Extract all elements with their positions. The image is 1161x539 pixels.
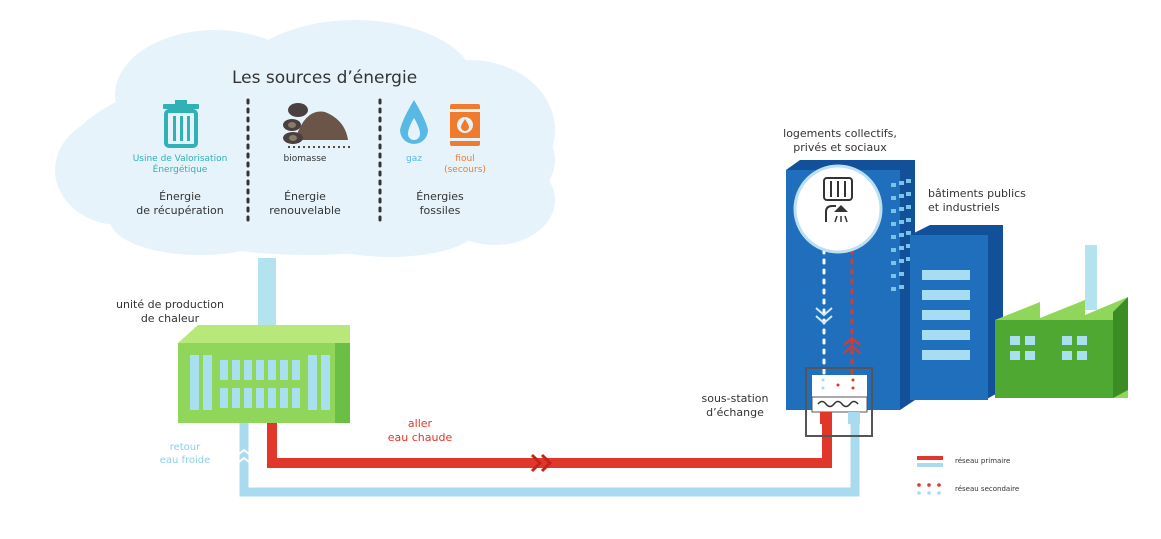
legend-secondary: réseau secondaire [955, 485, 1020, 493]
fuel-barrel-icon [450, 104, 480, 146]
fossil-line1: Énergies [416, 190, 464, 203]
return-line2: eau froide [159, 454, 211, 466]
secondary-up-chevron-icon [843, 336, 861, 354]
heat-production-unit [178, 258, 350, 423]
public-line2: et industriels [928, 200, 1000, 214]
renewable-line1: Énergie [284, 190, 326, 203]
return-flow-chevron-icon [233, 448, 255, 467]
supply-line2: eau chaude [387, 430, 453, 444]
recovery-line2: de récupération [136, 203, 224, 217]
fossil-energy-label: Énergies fossiles [400, 190, 480, 218]
fuel-line2: (secours) [444, 165, 486, 176]
fossil-line2: fossiles [419, 203, 461, 217]
renewable-energy-label: Énergie renouvelable [255, 190, 355, 218]
fuel-line1: fioul [455, 154, 475, 164]
gas-name: gaz [406, 154, 422, 164]
usage-circle [793, 164, 883, 254]
recovery-energy-label: Énergie de récupération [115, 190, 245, 218]
public-building [910, 225, 1003, 400]
production-label: unité de production de chaleur [95, 298, 245, 326]
housing-line1: logements collectifs, [783, 127, 897, 140]
uve-name-line2: Énergétique [152, 165, 208, 176]
legend-primary: réseau primaire [955, 457, 1011, 465]
supply-label: aller eau chaude [375, 417, 465, 445]
shower-icon [825, 205, 848, 223]
supply-line1: aller [407, 417, 433, 430]
production-line1: unité de production [116, 298, 224, 311]
production-line2: de chaleur [140, 311, 200, 325]
uve-name-line1: Usine de Valorisation [132, 154, 228, 164]
public-label: bâtiments publics et industriels [928, 187, 1058, 215]
trash-bin-icon [163, 100, 199, 148]
legend [917, 456, 943, 495]
housing-line2: privés et sociaux [793, 140, 887, 154]
renewable-line2: renouvelable [269, 203, 341, 217]
biomass-icon [283, 103, 350, 148]
public-line1: bâtiments publics [928, 187, 1026, 200]
return-line1: retour [169, 442, 201, 453]
fuel-name: fioul (secours) [440, 154, 490, 177]
uve-name: Usine de Valorisation Énergétique [115, 154, 245, 177]
radiator-icon [823, 177, 853, 201]
recovery-line1: Énergie [159, 190, 201, 203]
housing-label: logements collectifs, privés et sociaux [765, 127, 915, 155]
biomass-name: biomasse [283, 154, 327, 164]
industrial-building [995, 245, 1128, 398]
substation-line1: sous-station [701, 392, 769, 405]
exchange-substation [805, 367, 873, 437]
supply-flow-chevron-icon [530, 453, 553, 473]
production-windows [190, 355, 330, 410]
substation-label: sous-station d’échange [685, 392, 785, 420]
sources-title: Les sources d’énergie [232, 68, 418, 88]
return-label: retour eau froide [150, 442, 220, 467]
substation-line2: d’échange [706, 405, 764, 419]
secondary-down-chevron-icon [815, 307, 833, 325]
